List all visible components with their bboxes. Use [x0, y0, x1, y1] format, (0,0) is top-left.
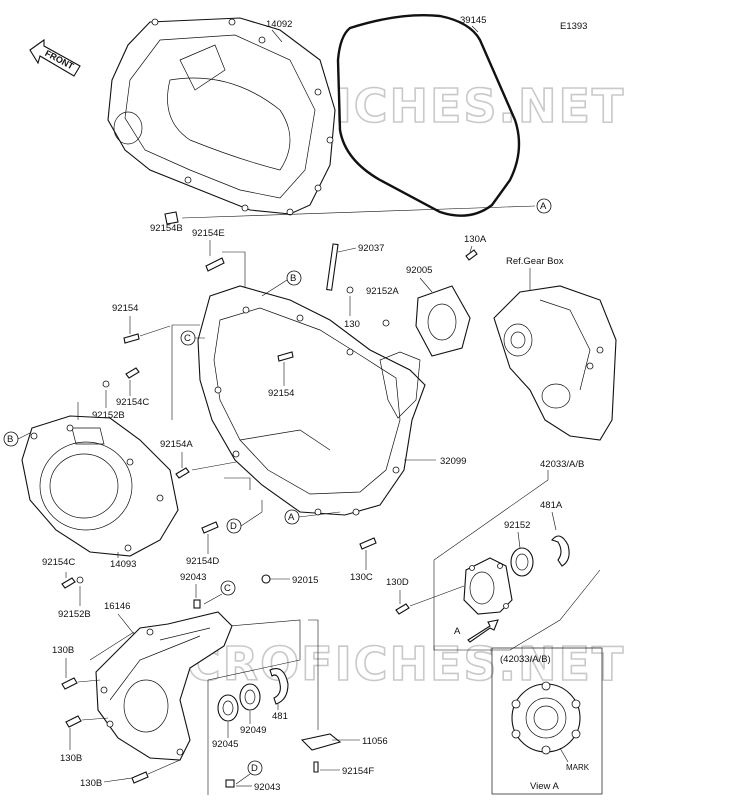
callout-d-lower-label: D [251, 763, 258, 774]
callout-d-mid-label: D [230, 521, 237, 532]
view-a-box [491, 647, 603, 795]
plug-92015-icon [261, 574, 271, 584]
seal-92152a-icon [346, 286, 354, 294]
label-92045: 92045 [212, 739, 238, 750]
bolt-92154-a-icon [123, 333, 140, 344]
bolt-92154a-icon [175, 467, 190, 479]
label-130b-b: 130B [60, 753, 82, 764]
bolt-130b-a-icon [61, 677, 78, 690]
bolt-130c-icon [359, 537, 377, 550]
bearing-housing-part [463, 557, 513, 615]
seal-92045-icon [217, 694, 239, 722]
label-92152b-b: 92152B [58, 609, 91, 620]
label-130a: 130A [464, 234, 487, 245]
label-32099: 32099 [440, 456, 466, 467]
label-481: 481 [272, 711, 288, 722]
arrow-a-icon [467, 619, 499, 643]
circlip-481-icon [269, 668, 289, 705]
label-92152: 92152 [504, 520, 530, 531]
callout-d-lower [247, 760, 263, 776]
label-481a: 481A [540, 500, 563, 511]
callout-a-top-label: A [540, 201, 547, 212]
bolt-92154e-icon [205, 257, 225, 272]
bolt-92154c-a-icon [125, 367, 140, 379]
bolt-92154f-icon [313, 761, 319, 773]
callout-b-left-label: B [7, 434, 13, 445]
bolt-92154b-icon [164, 211, 179, 225]
front-arrow-icon: FRONT [29, 38, 81, 77]
label-92015: 92015 [292, 575, 318, 586]
callout-a-top [536, 198, 552, 214]
label-92154-a: 92154 [112, 303, 138, 314]
mark-label: MARK [566, 763, 590, 772]
view-a-caption: View A [530, 781, 560, 792]
bolt-92154-b-icon [277, 351, 294, 362]
label-92154a: 92154A [160, 439, 193, 450]
dowel-92037-icon [326, 243, 339, 291]
label-14092: 14092 [266, 19, 292, 30]
clutch-cover-part [107, 17, 336, 216]
bolt-130b-c-icon [131, 771, 149, 784]
outer-cover-part [21, 415, 179, 557]
label-130-top: 130 [344, 319, 360, 330]
label-130b-a: 130B [52, 645, 74, 656]
bolt-92154d-icon [201, 521, 219, 534]
gasket-92005-part [415, 285, 471, 357]
view-a-housing-part [511, 681, 581, 755]
gasket-part [336, 14, 521, 217]
bolt-92154c-b-icon [61, 577, 76, 589]
label-14093: 14093 [110, 559, 136, 570]
gear-box-part [493, 285, 617, 441]
callout-c-mid-label: C [184, 333, 191, 344]
bolt-130b-b-icon [65, 715, 82, 728]
label-ref-gear-box: Ref.Gear Box [506, 256, 564, 267]
crankcase-part [197, 285, 426, 516]
bolt-130d-icon [395, 603, 410, 615]
dowel-92043-b-icon [225, 779, 235, 788]
seal-92152b-b-icon [76, 576, 84, 584]
callout-b-right-label: B [290, 273, 296, 284]
label-11056: 11056 [362, 736, 388, 747]
label-92154c-b: 92154C [42, 557, 75, 568]
label-92154b: 92154B [150, 223, 183, 234]
label-16146: 16146 [104, 601, 130, 612]
label-39145: 39145 [460, 15, 486, 26]
view-a-title: (42033/A/B) [500, 654, 551, 665]
seal-92152-icon [510, 547, 534, 577]
label-arrow-a: A [454, 626, 461, 637]
seal-92049-icon [239, 683, 261, 711]
label-92152b-a: 92152B [92, 410, 125, 421]
label-92154f: 92154F [342, 766, 374, 777]
label-42033: 42033/A/B [540, 459, 584, 470]
bearing-cover-part [95, 611, 233, 761]
label-92154c-a: 92154C [116, 397, 149, 408]
dowel-92043-a-icon [193, 599, 201, 609]
callout-b-right [286, 270, 302, 286]
circlip-481a-icon [551, 535, 570, 567]
label-92154e: 92154E [192, 228, 225, 239]
label-92049: 92049 [240, 725, 266, 736]
label-130d: 130D [386, 577, 409, 588]
diagram-code: E1393 [560, 21, 587, 32]
label-130c: 130C [350, 572, 373, 583]
label-92043-a: 92043 [180, 572, 206, 583]
label-130b-c: 130B [80, 778, 102, 789]
bolt-130a-icon [465, 249, 478, 261]
callout-c-lower-label: C [224, 583, 231, 594]
label-92005: 92005 [406, 265, 432, 276]
label-92152a: 92152A [366, 286, 399, 297]
label-92037: 92037 [358, 243, 384, 254]
label-92043-b: 92043 [254, 782, 280, 793]
callout-c-lower [220, 580, 236, 596]
seal-92152b-a-icon [102, 380, 110, 388]
bracket-11056-icon [300, 733, 342, 751]
callout-a-mid-label: A [288, 512, 295, 523]
label-92154-b: 92154 [268, 388, 294, 399]
label-92154d: 92154D [186, 556, 219, 567]
